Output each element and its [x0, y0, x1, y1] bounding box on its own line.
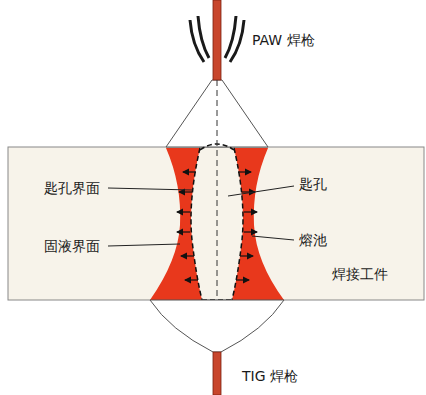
part-label: 匙孔	[297, 176, 329, 192]
tig-electrode	[213, 352, 221, 395]
part-label: 焊接工件	[330, 266, 390, 282]
part-label: 固液界面	[42, 238, 102, 254]
torch-label: TIG 焊枪	[240, 368, 300, 384]
workpiece	[8, 147, 424, 300]
part-label: 匙孔界面	[42, 180, 102, 196]
part-label: 熔池	[297, 232, 329, 248]
leader-lines	[108, 186, 294, 246]
paw-electrode	[213, 0, 221, 80]
molten-pool	[150, 148, 202, 300]
tig-arc	[150, 300, 284, 352]
force-arrows	[177, 172, 257, 280]
molten-pool	[232, 148, 284, 300]
torch-label: PAW 焊枪	[250, 32, 317, 48]
